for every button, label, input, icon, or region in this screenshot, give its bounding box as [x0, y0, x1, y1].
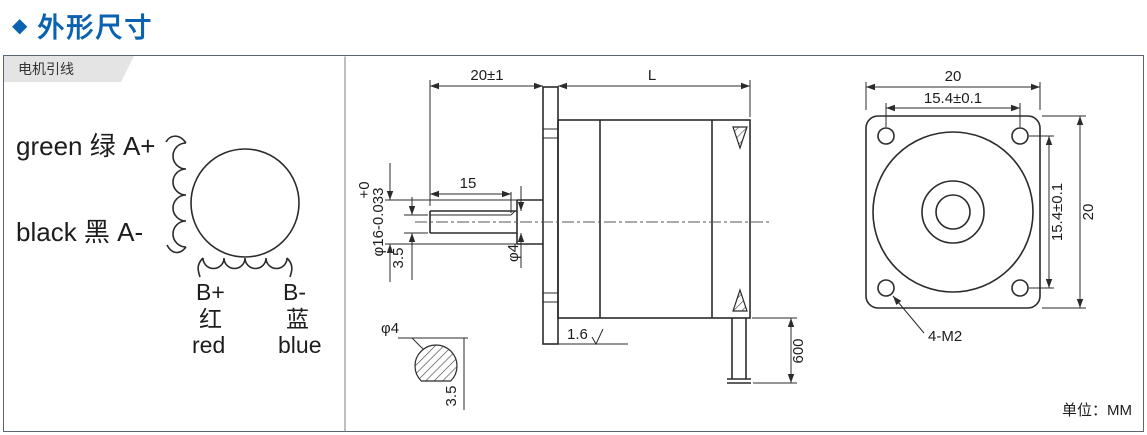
flange-outline [865, 115, 1041, 309]
lead-a-minus-label: black 黑 A- [16, 217, 143, 247]
b-plus-en-label: red [192, 332, 225, 358]
dim-flat-depth: 3.5 [390, 248, 407, 269]
lead-a-plus-label: green 绿 A+ [16, 131, 155, 161]
shaft-section-detail: φ4 3.5 [381, 320, 468, 410]
hole-spec-label: 4-M2 [928, 328, 962, 345]
section-header: ◆ 外形尺寸 [12, 6, 153, 45]
shaft-circle [935, 194, 971, 230]
lead-b-minus-wire [286, 257, 293, 278]
pilot-boss-circle [921, 180, 985, 244]
side-view-drawing: 20±1 L 15 +0 φ16-0.033 3.5 φ4 1.6 [356, 67, 807, 384]
lead-wire-bundle [727, 318, 751, 384]
wiring-tab-label: 电机引线 [4, 56, 134, 82]
dim-boss-tolerance: +0 [356, 181, 373, 198]
front-view-drawing: 20 15.4±0.1 15.4±0.1 20 4-M2 [865, 68, 1097, 345]
unit-label: 单位：MM [1062, 402, 1132, 419]
mounting-hole-top-left [877, 127, 895, 145]
dim-wire-length: 600 [790, 338, 807, 363]
motor-body [557, 119, 751, 319]
surface-finish-value: 1.6 [567, 326, 588, 343]
b-minus-en-label: blue [278, 332, 321, 358]
phase-b-coil [202, 257, 288, 270]
mounting-hole-bottom-left [877, 279, 895, 297]
dim-flat-length: 15 [460, 175, 477, 192]
b-plus-label: B+ [196, 279, 225, 305]
rear-bolt-top [732, 126, 748, 150]
motor-flange [542, 86, 559, 345]
dim-hole-spacing-horizontal: 15.4±0.1 [924, 90, 982, 107]
motor-body-circle [872, 131, 1034, 293]
dim-hole-spacing-vertical: 15.4±0.1 [1049, 183, 1066, 241]
section-diameter-label: φ4 [381, 320, 399, 337]
section-circle [414, 344, 458, 382]
mounting-hole-top-right [1011, 127, 1029, 145]
roughness-symbol [591, 328, 604, 346]
dim-body-length: L [648, 67, 656, 84]
diamond-icon: ◆ [12, 14, 28, 37]
b-minus-cn-label: 蓝 [286, 306, 309, 332]
drawing-panel: 电机引线 [3, 55, 1144, 432]
b-minus-label: B- [283, 279, 306, 305]
dim-shaft-diameter: φ4 [505, 244, 522, 262]
lead-b-plus-wire [197, 257, 204, 278]
phase-a-coil [172, 142, 187, 248]
dim-boss-diameter: φ16-0.033 [370, 188, 387, 257]
b-plus-cn-label: 红 [199, 306, 222, 332]
mounting-hole-bottom-right [1011, 279, 1029, 297]
motor-circle [190, 148, 300, 258]
rear-bolt-bottom [732, 288, 748, 312]
lead-a-plus-wire [165, 135, 187, 144]
page-title: 外形尺寸 [37, 13, 154, 43]
section-flat-label: 3.5 [443, 386, 460, 407]
dim-shaft-length: 20±1 [470, 67, 503, 84]
wiring-diagram: green 绿 A+ black 黑 A- B+ B- 红 蓝 red blue [16, 131, 321, 358]
lead-a-minus-wire [166, 244, 187, 254]
dim-flange-width: 20 [945, 68, 962, 85]
dim-flange-height: 20 [1080, 204, 1097, 221]
